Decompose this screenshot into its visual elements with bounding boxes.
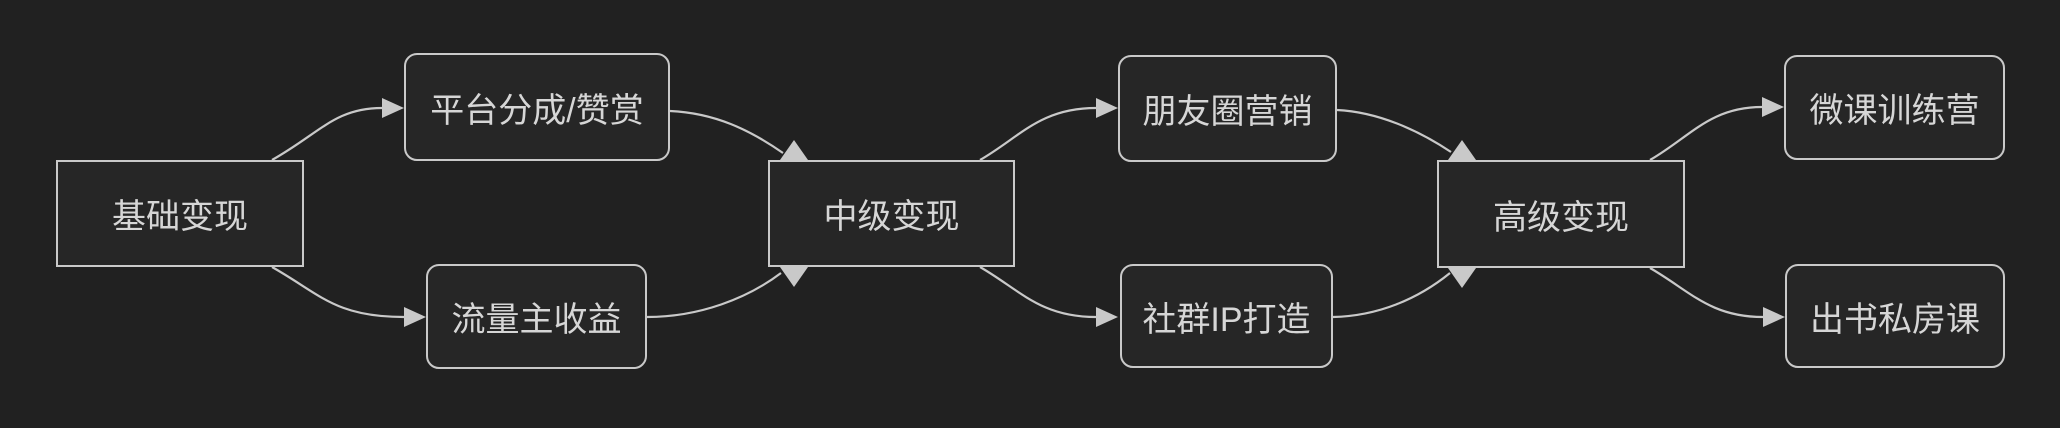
node-label: 出书私房课 [1810,300,1980,339]
edge-traffic-revenue-to-intermediate [646,272,782,319]
edge-platform-share-to-intermediate [669,109,784,154]
node-ad-traffic-revenue: 流量主收益 [426,264,647,369]
node-label: 高级变现 [1493,198,1629,237]
edge-basic-to-platform-share [271,106,383,161]
node-basic-monetization: 基础变现 [56,160,304,267]
node-book-private-course: 出书私房课 [1785,264,2005,368]
arrowhead-micro-course [1762,97,1784,117]
arrowhead-book-course [1763,307,1785,327]
edge-moments-to-advanced [1336,108,1452,153]
node-moments-marketing: 朋友圈营销 [1118,55,1337,162]
node-label: 平台分成/赞赏 [430,91,644,130]
edge-community-ip-to-advanced [1332,272,1451,319]
node-advanced-monetization: 高级变现 [1437,160,1685,268]
node-intermediate-monetization: 中级变现 [768,160,1015,267]
edge-basic-to-traffic-revenue [271,266,405,319]
node-label: 中级变现 [823,198,960,236]
arrowhead-advanced-top [1448,140,1476,160]
arrowhead-advanced-bottom [1448,268,1476,288]
node-label: 朋友圈营销 [1142,93,1313,131]
node-platform-share-tips: 平台分成/赞赏 [404,53,670,161]
arrowhead-traffic-revenue [404,307,426,327]
node-label: 基础变现 [112,198,248,236]
edge-advanced-to-micro-course [1649,105,1763,161]
edge-intermediate-to-moments [979,106,1097,161]
node-label: 微课训练营 [1809,92,1980,130]
arrowhead-platform-share [382,98,404,118]
arrowhead-intermediate-top [780,140,808,160]
edge-advanced-to-book-course [1649,267,1764,319]
node-label: 社群IP打造 [1142,300,1311,339]
node-community-ip-building: 社群IP打造 [1120,264,1333,368]
arrowhead-community-ip [1096,307,1118,327]
node-label: 流量主收益 [451,301,622,339]
arrowhead-intermediate-bottom [780,267,808,287]
arrowhead-moments [1096,98,1118,118]
edge-intermediate-to-community-ip [979,266,1097,319]
node-micro-course-bootcamp: 微课训练营 [1784,55,2005,160]
